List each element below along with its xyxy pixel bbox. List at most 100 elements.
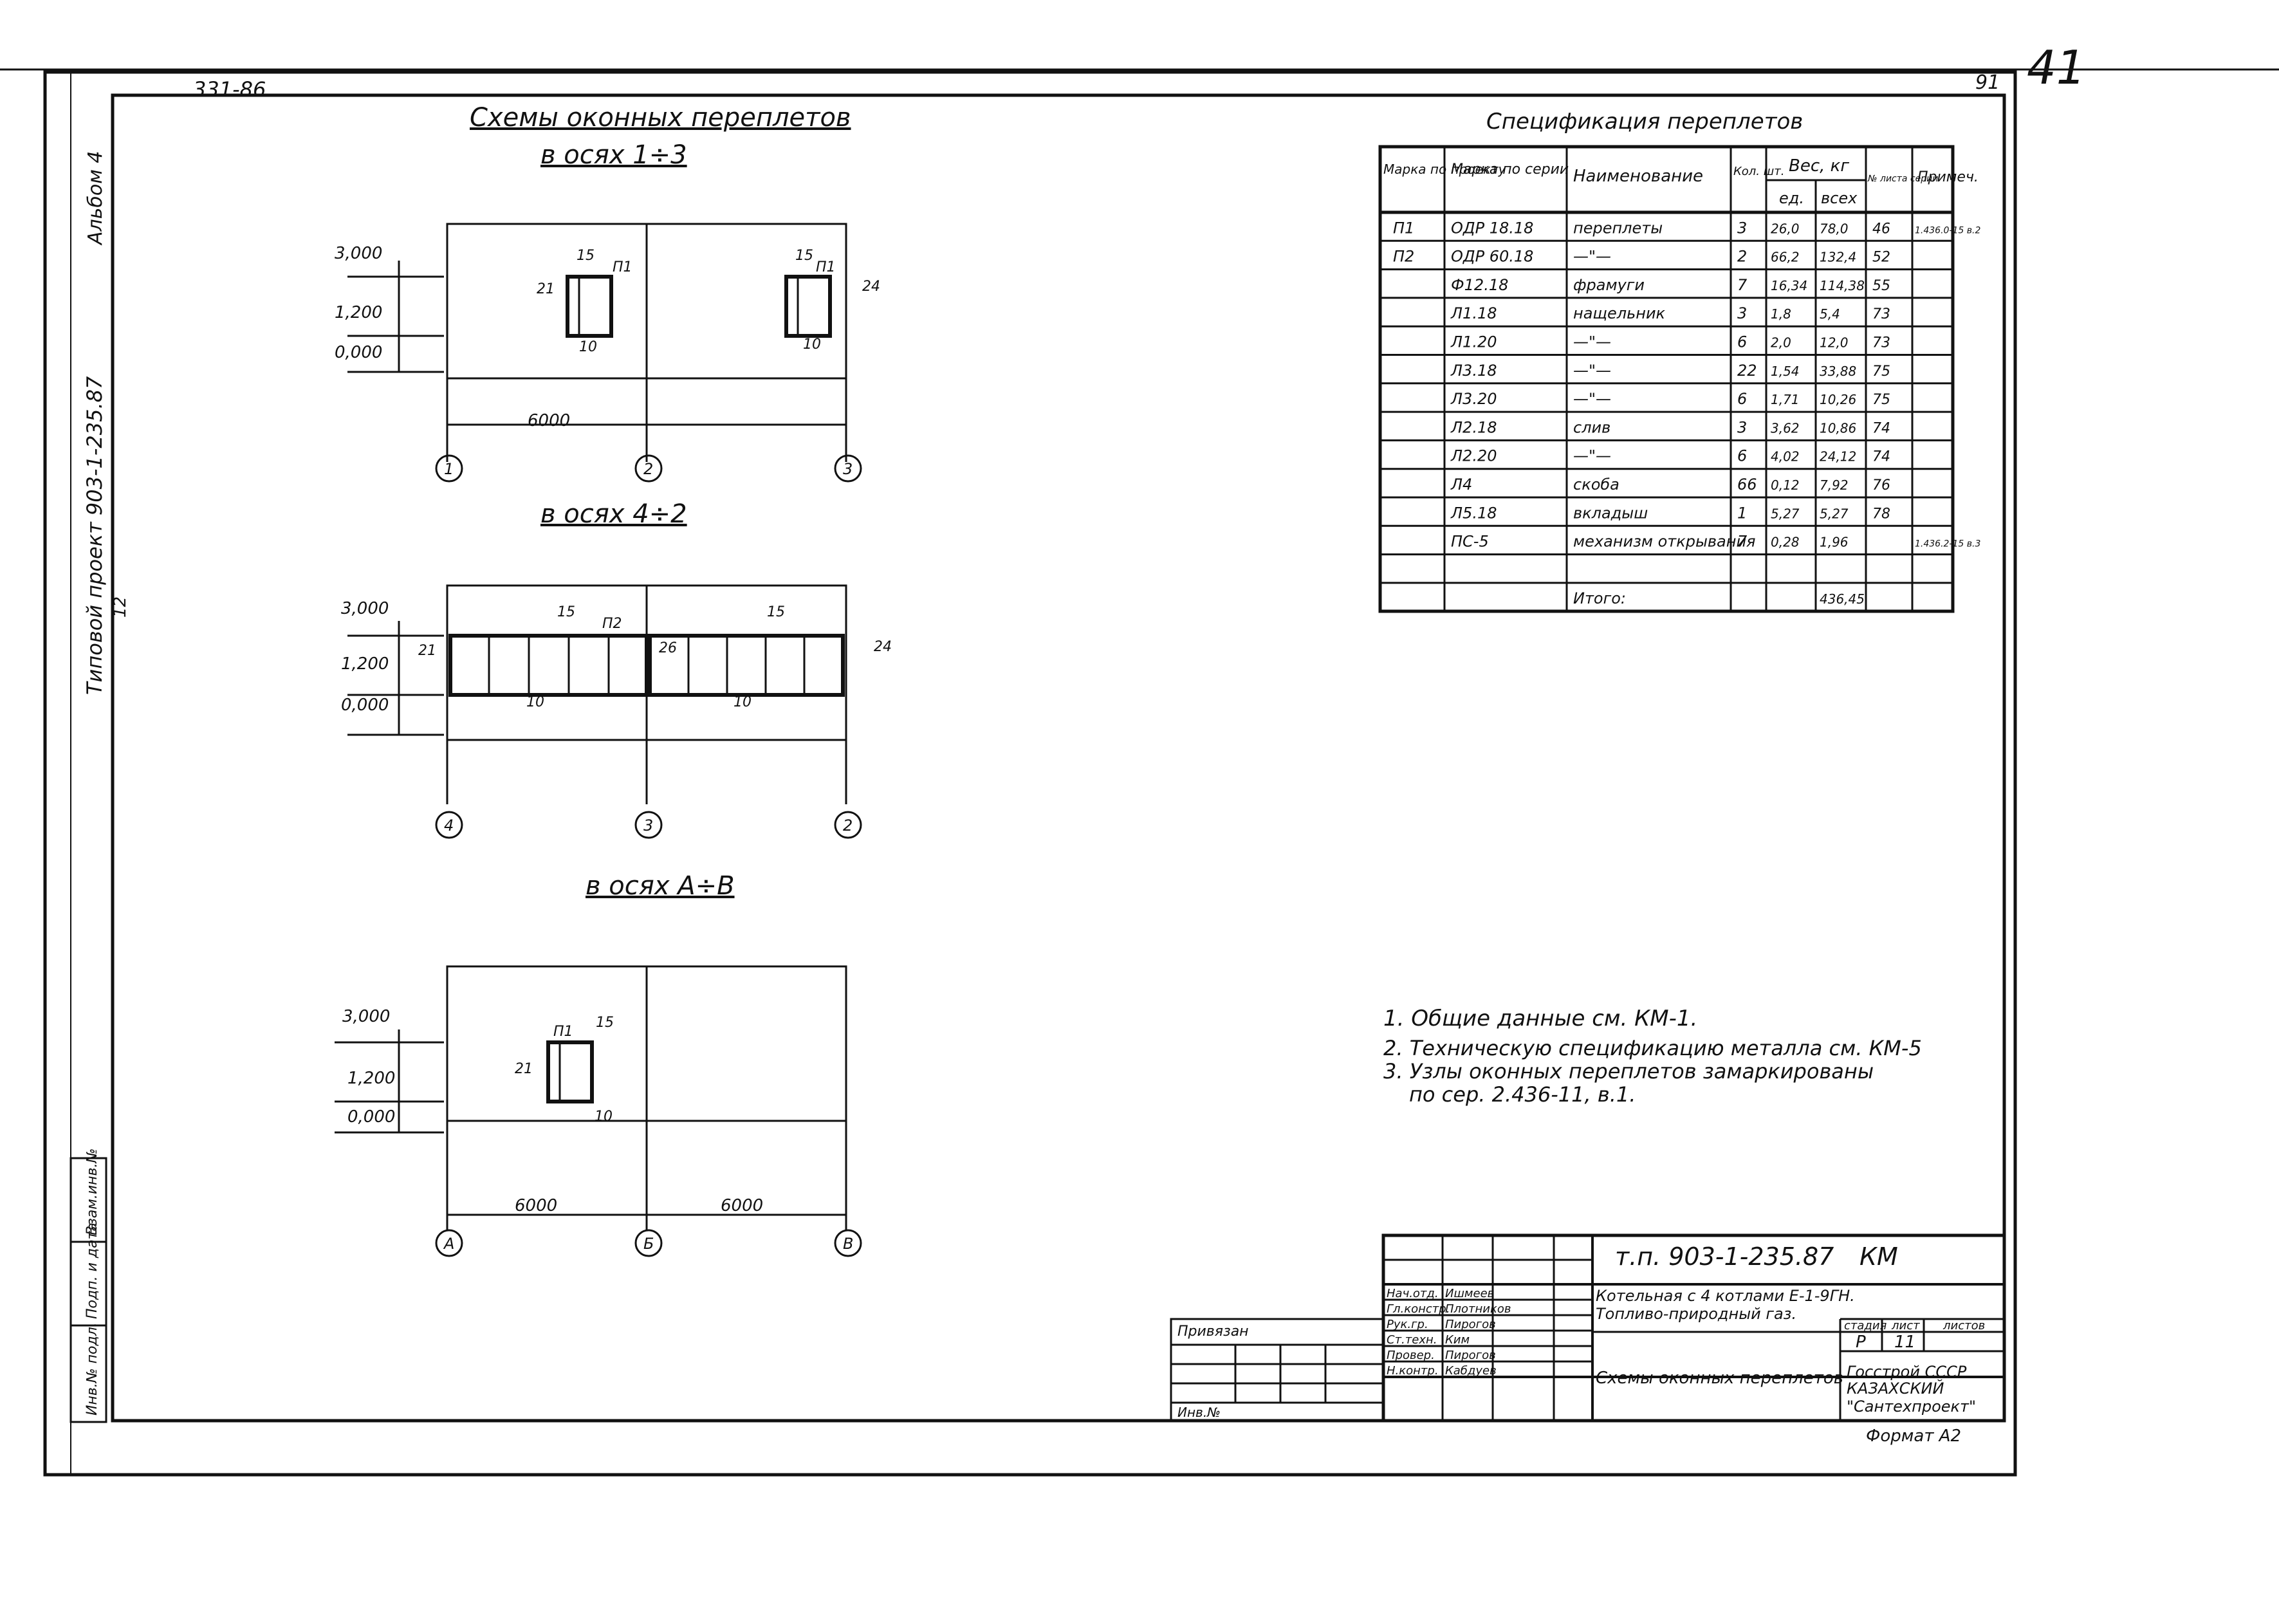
tb-org-3: "Сантехпроект" [1847,1398,1976,1416]
notes: 1. Общие данные см. КМ-1. 2. Техническую… [1383,1006,1922,1107]
tb-format: Формат А2 [1866,1426,1961,1446]
s3-level-2: 1,200 [347,1069,395,1088]
spec-cell-qty: 6 [1737,390,1747,408]
tb-code: т.п. 903-1-235.87 [1615,1242,1834,1271]
spec-grid [1378,145,1955,613]
spec-cell-name: нащельник [1573,304,1666,322]
top-stamp: 331-86 [193,77,266,102]
spec-cell-qty: 66 [1737,475,1757,494]
s2-callout-3: П2 [602,616,622,632]
page-number-small: 91 [1975,71,2000,94]
scheme-3-title: в осях А÷В [586,871,735,901]
spec-cell-qty: 1 [1737,504,1747,522]
spec-cell-ls: 73 [1872,306,1890,322]
hdr-weight: Вес, кг [1789,156,1849,176]
tb-privyazan: Привязан [1177,1324,1249,1340]
spec-cell-wt: 114,38 [1820,278,1865,293]
note-2: 2. Техническую спецификацию металла см. … [1383,1036,1922,1060]
spec-cell-wu: 26,0 [1771,221,1800,236]
tb-mark: КМ [1859,1242,1898,1271]
spec-cell-wt: 5,4 [1820,306,1840,322]
side-labels: Альбом 4 Типовой проект 903-1-235.87 12 [82,151,130,696]
note-4: по сер. 2.436-11, в.1. [1409,1082,1636,1107]
tb-stage-hdr: стадия [1844,1319,1887,1333]
s3-axis-2: Б [643,1235,654,1253]
spec-cell-wt: 12,0 [1820,335,1849,351]
tb-role-2: Гл.констр. [1387,1302,1450,1316]
spec-cell-wt: 436,45 [1820,591,1865,607]
spec-cell-ls: 52 [1872,250,1890,266]
s3-dimension-2: 6000 [721,1196,763,1215]
spec-cell-wu: 1,71 [1771,392,1800,407]
s2-callout-1: 21 [418,643,436,659]
scheme-2: в осях 4÷2 3,000 1,200 0,000 21 15 П2 [341,499,892,839]
s1-callout-3: 21 [537,281,555,297]
spec-cell-wt: 10,26 [1820,392,1856,407]
s1-level-2: 1,200 [335,303,382,322]
spec-cell-name: скоба [1573,475,1619,494]
tb-stage: Р [1856,1333,1866,1352]
s1-axis-3: 3 [843,460,853,478]
spec-cell-ms: Л2.18 [1450,418,1497,436]
spec-cell-name: —"— [1573,447,1611,465]
spec-cell-ms: ОДР 60.18 [1451,248,1533,266]
spec-cell-wu: 4,02 [1771,449,1800,465]
s3-dimension-1: 6000 [515,1196,557,1215]
spec-cell-wt: 33,88 [1820,364,1856,379]
hdr-weight-total: всех [1821,189,1858,207]
spec-cell-wt: 24,12 [1820,449,1856,465]
s1-level-3: 0,000 [335,343,382,362]
tb-name-2: Плотников [1445,1302,1511,1316]
tb-sheet: 11 [1894,1333,1915,1352]
spec-cell-ms: Л1.18 [1450,304,1497,322]
spec-cell-wt: 132,4 [1820,250,1856,265]
spec-cell-name: механизм открывания [1573,533,1756,551]
schemes-main-title: Схемы оконных переплетов [470,103,851,133]
spec-cell-note: 1.436.0-15 в.2 [1915,225,1980,235]
side-project: Типовой проект 903-1-235.87 [82,376,107,695]
spec-cell-qty: 7 [1737,276,1748,294]
spec-cell-wu: 66,2 [1771,250,1800,265]
s1-callout-2: П1 [613,259,632,275]
spec-cell-name: —"— [1573,362,1611,380]
spec-cell-qty: 6 [1737,333,1747,351]
spec-cell-name: —"— [1573,333,1611,351]
hdr-name: Наименование [1573,167,1703,186]
side-album: Альбом 4 [84,151,107,246]
spec-cell-ls: 75 [1872,392,1890,408]
hdr-qty: Кол. шт. [1733,165,1784,178]
spec-cell-wu: 16,34 [1771,278,1807,293]
s2-callout-4: 26 [659,640,677,656]
spec-cell-ls: 75 [1872,364,1890,380]
page-number: 41 [2027,41,2086,95]
tb-roles: Нач.отд. Ишмеев Гл.констр. Плотников Рук… [1387,1287,1511,1378]
s1-callout-1: 15 [577,248,595,264]
spec-cell-wu: 5,27 [1771,506,1800,521]
spec-cell-ms: Л3.20 [1450,390,1497,408]
spec-cell-ms: Л3.18 [1450,362,1497,380]
tb-role-5: Провер. [1387,1349,1435,1362]
tb-name-5: Пирогов [1445,1349,1496,1362]
spec-cell-wt: 78,0 [1820,221,1849,236]
tb-object-1: Котельная с 4 котлами Е-1-9ГН. [1596,1287,1855,1305]
spec-cell-wu: 2,0 [1771,335,1791,351]
spec-cell-qty: 7 [1737,533,1748,551]
left-stamp-1: Инв.№ подл. [84,1322,100,1416]
s1-callout-6: П1 [816,259,836,275]
note-3: 3. Узлы оконных переплетов замаркированы [1383,1059,1874,1084]
tb-name-1: Ишмеев [1445,1287,1494,1300]
spec-cell-name: слив [1573,418,1610,436]
s2-level-3: 0,000 [341,696,389,715]
spec-cell-ls: 46 [1872,221,1890,237]
spec-cell-ls: 74 [1872,420,1890,436]
tb-name-3: Пирогов [1445,1318,1496,1331]
spec-table: Спецификация переплетов Марка по проекту… [1378,109,1980,613]
spec-cell-ms: ПС-5 [1451,533,1489,551]
s3-callout-3: 21 [515,1061,533,1077]
s1-callout-7: 24 [862,279,880,295]
s2-callout-6: 24 [874,639,892,655]
spec-cell-mp: П1 [1393,219,1414,237]
s1-axis-2: 2 [643,460,653,478]
s2-level-2: 1,200 [341,654,389,674]
